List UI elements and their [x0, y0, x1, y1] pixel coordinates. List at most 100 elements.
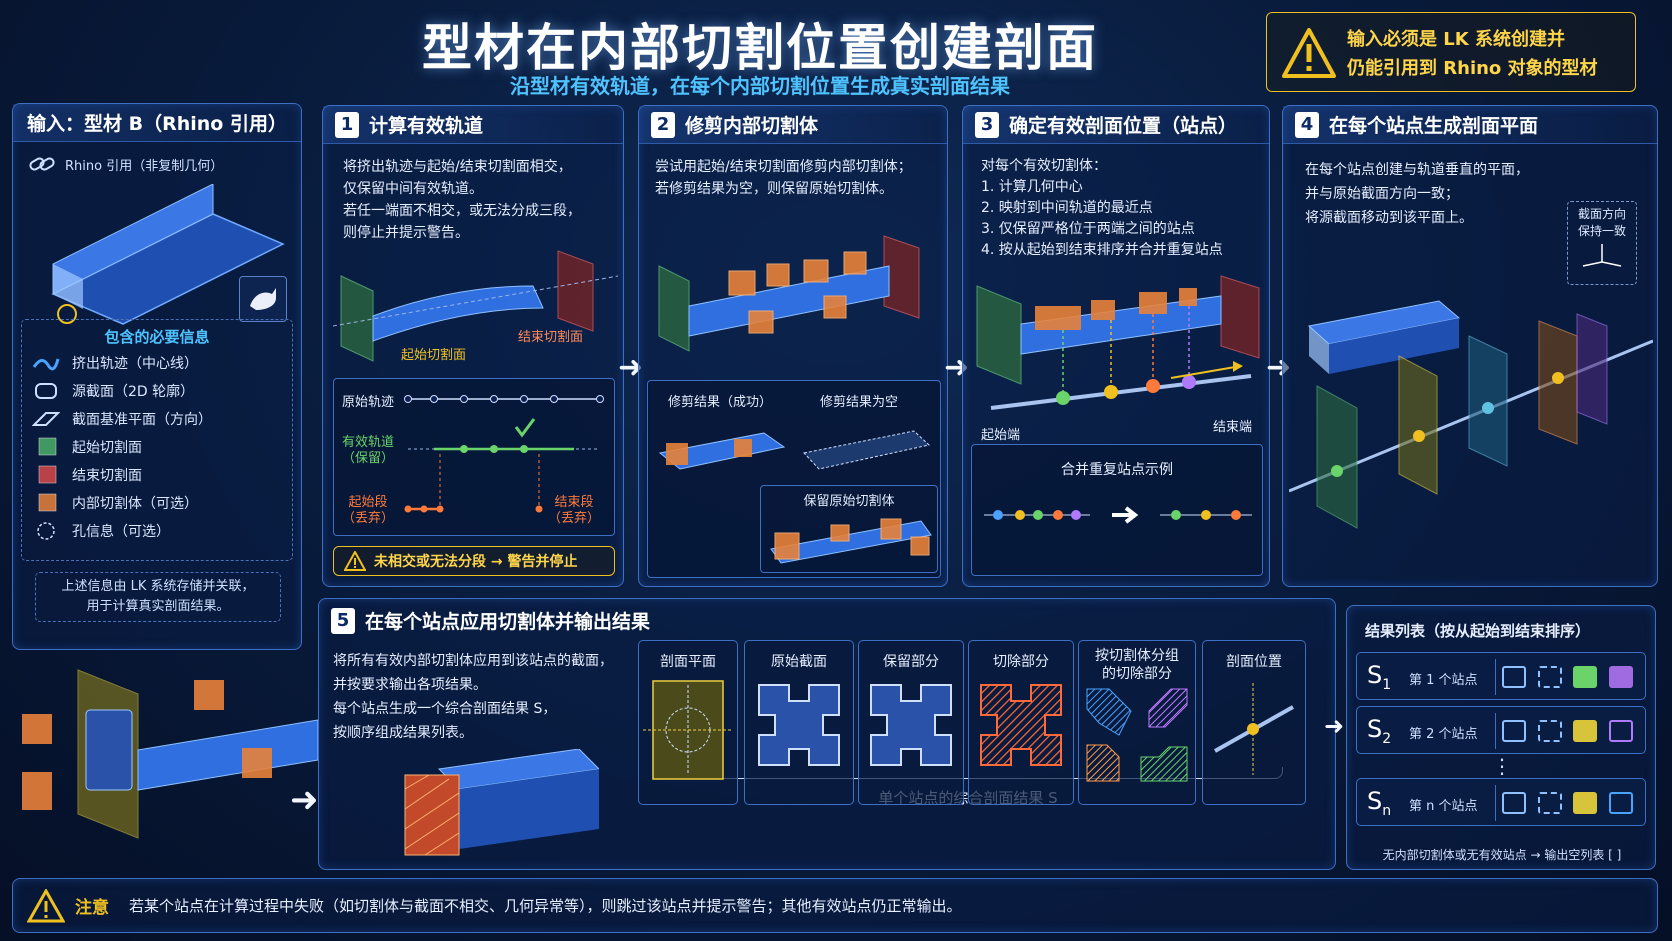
step-5-line-1: 将所有有效内部切割体应用到该站点的截面，: [333, 653, 613, 669]
warning-icon: [1282, 28, 1336, 78]
end-seg-discard: （丢弃）: [548, 511, 601, 526]
arrow-right-icon: ➜: [1324, 712, 1345, 740]
merge-title: 合并重复站点示例: [1061, 462, 1173, 478]
col-original-section: 原始截面: [744, 640, 854, 805]
result-row[interactable]: S1 第 1 个站点: [1356, 652, 1646, 700]
result-thumbnails: [1495, 713, 1639, 749]
warning-line-2: 仍能引用到 Rhino 对象的型材: [1347, 58, 1598, 79]
step-2-panel: 2 修剪内部切割体 尝试用起始/结束切割面修剪内部切割体； 若修剪结果为空，则保留…: [638, 105, 948, 587]
cut-profile-illustration: [404, 749, 599, 856]
results-empty-note: 无内部切割体或无有效站点 → 输出空列表 [ ]: [1382, 848, 1622, 862]
info-item: 孔信息（可选）: [32, 517, 282, 545]
input-warning-box: 输入必须是 LK 系统创建并 仍能引用到 Rhino 对象的型材: [1266, 12, 1636, 92]
orientation-box: 截面方向 保持一致: [1567, 201, 1637, 285]
footer-text: 若某个站点在计算过程中失败（如切割体与截面不相交、几何异常等），则跳过该站点并提…: [129, 897, 962, 915]
end-cut-label: 结束切割面: [518, 330, 584, 345]
section-position-icon: [1214, 683, 1294, 775]
start-seg-label: 起始段: [348, 495, 388, 510]
result-label: 第 1 个站点: [1409, 673, 1478, 688]
step-3-line-5: 4. 按从起始到结束排序并合并重复站点: [981, 242, 1223, 258]
cut-part-icon: [980, 684, 1062, 766]
step-3-line-4: 3. 仅保留严格位于两端之间的站点: [981, 221, 1195, 237]
merge-illustration: [984, 506, 1252, 524]
info-item-label: 起始切割面: [72, 440, 142, 456]
col-cut-part-title: 切除部分: [993, 654, 1049, 670]
profile-icon: [32, 381, 60, 401]
footer-label: 注意: [75, 898, 109, 918]
col-section-plane-title: 剖面平面: [660, 654, 716, 670]
step-4-number: 4: [1295, 111, 1319, 138]
trim-empty-label: 修剪结果为空: [820, 395, 899, 410]
result-subscript: 2: [1382, 730, 1392, 747]
arrow-right-icon: ➜: [290, 780, 319, 820]
plane-icon: [31, 409, 61, 429]
step-2-title: 修剪内部切割体: [685, 115, 819, 137]
orange-cube-icon: [32, 493, 60, 513]
step-5-title: 在每个站点应用切割体并输出结果: [365, 611, 651, 633]
step-5-line-3: 每个站点生成一个综合剖面结果 S，: [333, 701, 557, 717]
original-section-icon: [758, 684, 840, 766]
step-1-number: 1: [335, 111, 359, 138]
step-4-title: 在每个站点生成剖面平面: [1329, 115, 1539, 137]
rhino-ref-label: Rhino 引用（非复制几何）: [65, 158, 224, 174]
step-2-number: 2: [651, 111, 675, 138]
info-item: 内部切割体（可选）: [32, 489, 282, 517]
info-item: 结束切割面: [32, 461, 282, 489]
grouped-cut-icon: [1086, 688, 1188, 782]
step-1-line-1: 将挤出轨迹与起始/结束切割面相交，: [343, 159, 572, 175]
red-box-icon: [32, 465, 60, 485]
rail-diagram: 原始轨迹 有效轨道 （保留） 起始段 （丢弃） 结束段 （丢弃）: [333, 378, 615, 536]
orientation-line-1: 截面方向: [1577, 207, 1626, 221]
step-2-line-2: 若修剪结果为空，则保留原始切割体。: [655, 181, 893, 197]
dashed-circle-icon: [32, 521, 60, 541]
col-grouped-cut-title: 按切割体分组: [1095, 648, 1179, 664]
info-item: 截面基准平面（方向）: [31, 405, 282, 433]
keep-orig-label: 保留原始切割体: [803, 494, 895, 509]
step-2-illustration: [658, 235, 920, 352]
info-title: 包含的必要信息: [104, 328, 210, 346]
result-symbol: S: [1367, 661, 1383, 689]
step-4-line-1: 在每个站点创建与轨道垂直的平面，: [1305, 162, 1529, 178]
info-item-label: 内部切割体（可选）: [72, 496, 198, 512]
info-item: 源截面（2D 轮廓）: [32, 377, 282, 405]
keep-orig-illustration: [770, 518, 932, 564]
step-3-line-2: 1. 计算几何中心: [981, 179, 1083, 195]
input-note-line-1: 上述信息由 LK 系统存储并关联，: [61, 579, 255, 594]
axes-icon: [1582, 244, 1622, 267]
profile-b-illustration: [51, 184, 285, 325]
trim-illustrations: [658, 430, 931, 470]
step-3-line-3: 2. 映射到中间轨道的最近点: [981, 200, 1153, 216]
step-5-line-2: 并按要求输出各项结果。: [333, 677, 487, 693]
results-title: 结果列表（按从起始到结束排序）: [1365, 622, 1591, 640]
result-subscript: 1: [1382, 676, 1392, 693]
result-symbol: S: [1367, 787, 1383, 815]
warning-small-icon: [344, 551, 366, 571]
col-section-position-title: 剖面位置: [1226, 654, 1282, 670]
start-cut-label: 起始切割面: [401, 348, 467, 363]
step-3-illustration: [976, 275, 1260, 410]
result-row[interactable]: Sn 第 n 个站点: [1356, 778, 1646, 826]
step-1-line-3: 若任一端面不相交，或无法分成三段，: [343, 203, 581, 219]
orientation-line-2: 保持一致: [1577, 224, 1626, 238]
result-row[interactable]: S2 第 2 个站点: [1356, 706, 1646, 754]
warning-line-1: 输入必须是 LK 系统创建并: [1347, 29, 1565, 50]
result-subscript: n: [1382, 802, 1392, 819]
end-seg-label: 结束段: [554, 495, 594, 510]
green-box-icon: [32, 437, 60, 457]
info-item: 挤出轨迹（中心线）: [32, 349, 282, 377]
step-1-line-2: 仅保留中间有效轨道。: [343, 181, 483, 197]
link-icon: [29, 157, 55, 171]
col-section-position: 剖面位置: [1202, 640, 1306, 805]
section-plane-icon: [643, 680, 733, 780]
valid-rail-keep: （保留）: [342, 451, 395, 466]
rail-end-label: 结束端: [1213, 420, 1253, 435]
result-thumbnails: [1495, 659, 1639, 695]
step-1-line-4: 则停止并提示警告。: [343, 225, 469, 241]
trim-ok-label: 修剪结果（成功）: [668, 395, 773, 410]
step-2-line-1: 尝试用起始/结束切割面修剪内部切割体；: [655, 159, 912, 175]
step-3-number: 3: [975, 111, 999, 138]
trim-results-box: 修剪结果（成功） 修剪结果为空 保留原始切割体: [647, 380, 941, 578]
col-section-plane: 剖面平面: [638, 640, 738, 805]
